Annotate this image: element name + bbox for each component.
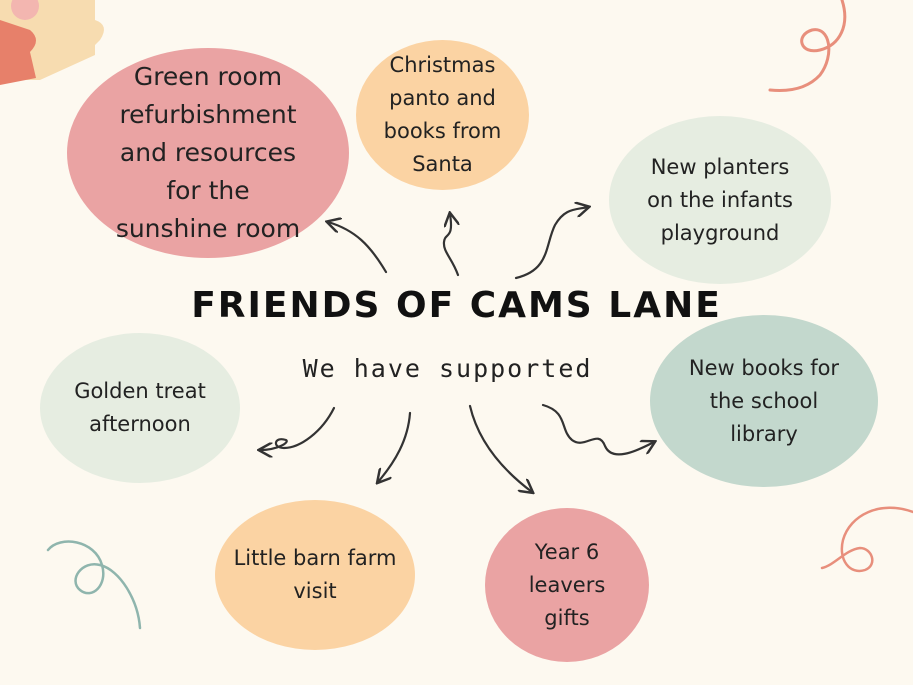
node-green-room-label: Green room refurbishment and resources f… <box>115 62 301 243</box>
arrow-to-library-books <box>541 403 654 456</box>
node-library-books: New books for the school library <box>650 315 878 487</box>
node-year6-gifts-label: Year 6 leavers gifts <box>528 539 606 630</box>
node-barn-farm: Little barn farm visit <box>215 500 415 650</box>
coral-curl-decoration <box>820 506 913 573</box>
node-christmas-panto-label: Christmas panto and books from Santa <box>383 53 502 176</box>
arrow-to-planters <box>514 207 588 280</box>
coral-squiggle-decoration <box>768 0 847 92</box>
page-title: FRIENDS OF CAMS LANE <box>191 285 722 326</box>
puzzle-piece-decoration <box>0 0 104 85</box>
node-new-planters: New planters on the infants playground <box>609 116 831 284</box>
node-golden-treat-label: Golden treat afternoon <box>74 379 206 436</box>
arrow-to-barn-farm <box>378 411 412 482</box>
node-barn-farm-label: Little barn farm visit <box>233 546 397 603</box>
arrow-to-year6 <box>468 404 532 492</box>
page-subtitle: We have supported <box>302 354 593 383</box>
node-year6-gifts: Year 6 leavers gifts <box>485 508 649 662</box>
arrow-to-green-room <box>328 222 388 274</box>
node-golden-treat: Golden treat afternoon <box>40 333 240 483</box>
teal-curl-decoration <box>46 540 142 630</box>
node-new-planters-label: New planters on the infants playground <box>647 154 793 245</box>
node-christmas-panto: Christmas panto and books from Santa <box>356 40 529 190</box>
arrow-to-panto <box>442 214 458 277</box>
node-green-room: Green room refurbishment and resources f… <box>67 48 349 258</box>
arrow-to-golden-treat <box>260 406 336 450</box>
node-library-books-label: New books for the school library <box>688 355 840 446</box>
